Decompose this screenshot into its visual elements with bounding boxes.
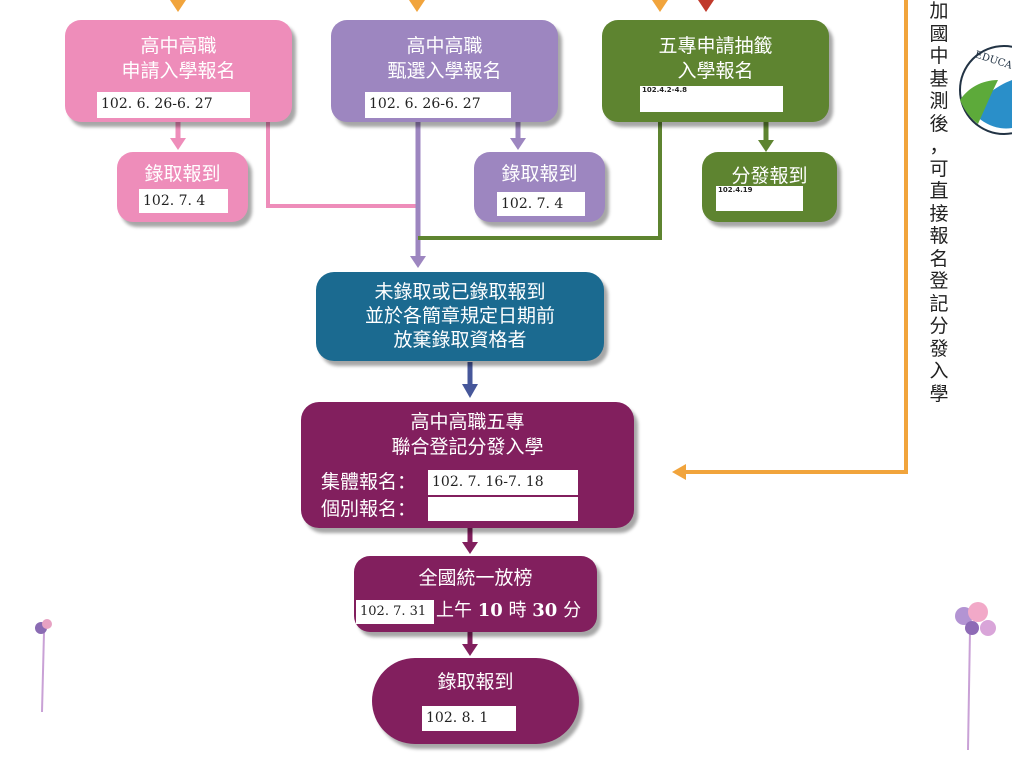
top-arrow-2 <box>409 0 425 12</box>
waive-admission-box: 未錄取或已錄取報到 並於各簡章規定日期前 放棄錄取資格者 <box>316 272 604 361</box>
five-year-application-date: 102.4.2-4.8 <box>640 86 783 112</box>
final-report-title: 錄取報到 <box>437 671 514 693</box>
purple-main-head <box>410 256 426 268</box>
time-hour-unit: 時 <box>508 600 527 621</box>
hs-application-title-1: 高中高職 <box>140 35 217 57</box>
hs-selection-title-2: 甄選入學報名 <box>387 60 502 82</box>
five-year-report-title: 分發報到 <box>731 165 808 187</box>
time-prefix: 上午 <box>436 600 472 621</box>
national-release-time: 上午 10 時 30 分 <box>436 598 594 624</box>
hs-selection-date: 102. 6. 26-6. 27 <box>365 92 511 118</box>
orange-side-head <box>672 464 686 480</box>
group-registration-label: 集體報名： <box>321 471 417 493</box>
side-note-vertical-text: 加 國 中 基 測 後 ， 可 直 接 報 名 登 記 分 發 入 學 <box>929 0 949 405</box>
time-hour: 10 <box>477 600 503 621</box>
top-arrow-4 <box>698 0 714 12</box>
purple-side-head <box>510 138 526 150</box>
top-arrow-3 <box>652 0 668 12</box>
individual-registration-label: 個別報名： <box>321 498 417 520</box>
joint-registration-line-1: 高中高職五專 <box>410 411 525 433</box>
release-down-head <box>462 644 478 656</box>
final-report-date: 102. 8. 1 <box>422 706 516 731</box>
orange-side-line <box>684 0 908 474</box>
hs-application-report-date: 102. 7. 4 <box>139 189 228 213</box>
five-year-application-title-2: 入學報名 <box>677 60 754 82</box>
hs-selection-report-box: 錄取報到 <box>474 152 605 222</box>
waive-admission-line-2: 並於各簡章規定日期前 <box>364 305 555 327</box>
pink-arrow-head <box>170 138 186 150</box>
flower-right-decoration <box>955 602 996 751</box>
national-release-title: 全國統一放榜 <box>418 567 533 589</box>
hs-application-date: 102. 6. 26-6. 27 <box>97 92 250 118</box>
individual-registration-date <box>428 497 578 521</box>
joint-registration-line-2: 聯合登記分發入學 <box>391 436 544 458</box>
pink-merge-line <box>266 122 418 208</box>
time-minute-unit: 分 <box>563 600 582 621</box>
hs-selection-report-title: 錄取報到 <box>501 163 578 185</box>
waive-admission-line-3: 放棄錄取資格者 <box>393 329 527 351</box>
blue-down-head <box>462 384 478 398</box>
magenta-down-head <box>462 542 478 554</box>
five-year-report-date: 102.4.19 <box>716 186 803 211</box>
five-year-application-title-1: 五專申請抽籤 <box>658 35 773 57</box>
time-minute: 30 <box>532 600 558 621</box>
green-merge-line <box>418 122 662 240</box>
ministry-education-seal-icon: EDUCATION <box>959 45 1012 135</box>
group-registration-date: 102. 7. 16-7. 18 <box>428 470 578 495</box>
top-arrow-1 <box>170 0 186 12</box>
hs-selection-report-date: 102. 7. 4 <box>497 192 585 216</box>
waive-admission-line-1: 未錄取或已錄取報到 <box>374 281 546 303</box>
hs-application-report-title: 錄取報到 <box>144 163 221 185</box>
hs-application-title-2: 申請入學報名 <box>121 60 236 82</box>
green-side-head <box>758 140 774 152</box>
final-report-box: 錄取報到 <box>372 658 579 744</box>
flower-left-decoration <box>35 619 52 713</box>
hs-selection-title-1: 高中高職 <box>406 35 483 57</box>
national-release-date: 102. 7. 31 <box>356 600 434 624</box>
